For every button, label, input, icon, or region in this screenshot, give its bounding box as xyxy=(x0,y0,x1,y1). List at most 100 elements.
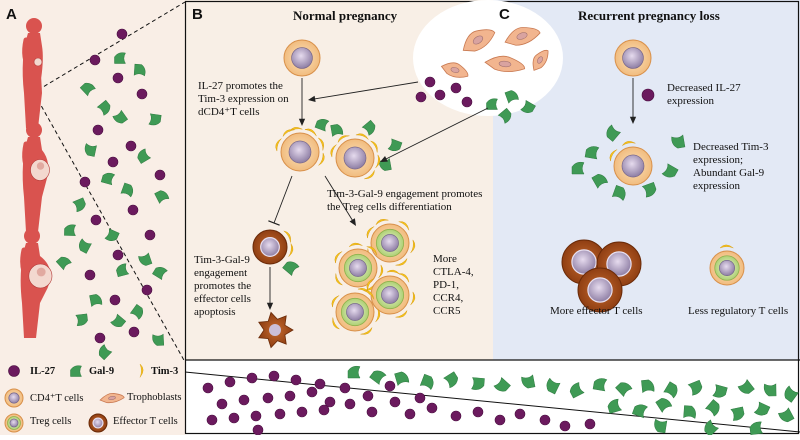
figure-head xyxy=(26,18,42,34)
tim3-receptor xyxy=(139,363,144,378)
il27-dot xyxy=(90,214,102,226)
cd4-t-cell xyxy=(335,138,375,178)
gal9-shape xyxy=(749,421,764,435)
il27-dot xyxy=(559,420,571,432)
decreased-tim3-line-4: expression xyxy=(693,180,741,192)
cd4-t-cell xyxy=(283,39,321,77)
decreased-tim3-line-2: expression; xyxy=(693,154,744,166)
tim3-receptor xyxy=(398,273,410,283)
tim3-receptor xyxy=(386,269,401,275)
trophoblast-cell xyxy=(484,55,526,73)
arrow-to-treg xyxy=(324,175,354,222)
tim3-receptor xyxy=(719,244,734,249)
il27-dot xyxy=(514,408,526,420)
tim3-receptor xyxy=(288,243,294,257)
legend-tim3-label: Tim-3 xyxy=(151,366,179,377)
gal9-shape xyxy=(154,190,170,204)
tim3-receptor xyxy=(275,138,282,152)
gal9-shape xyxy=(486,98,498,110)
trophoblast-cell xyxy=(532,49,549,71)
gal9-shape xyxy=(704,419,719,437)
arrow-il27-to-cd4 xyxy=(312,81,419,100)
gal9-shape xyxy=(72,197,86,213)
gal9-shape xyxy=(75,313,88,326)
apoptosis-line-5: apoptosis xyxy=(194,306,236,318)
more-receptors-text: More CTLA-4, PD-1, CCR4, CCR5 xyxy=(433,253,474,318)
more-effector-label: More effector T cells xyxy=(550,305,643,317)
gal9-shape xyxy=(546,377,561,395)
gal9-shape xyxy=(471,377,485,390)
cd4-cell-nucleus xyxy=(288,140,312,164)
treg-cell-nucleus xyxy=(381,234,399,252)
il27-dot xyxy=(314,378,326,390)
figure-arm xyxy=(22,141,33,177)
inhibit-bar xyxy=(268,220,280,226)
trophoblast-cell xyxy=(99,392,125,404)
pregnant-figure-early xyxy=(22,18,43,128)
molecules-layer xyxy=(55,28,799,437)
gal9-shape xyxy=(569,382,585,399)
apoptosis-line-3: promotes the xyxy=(194,280,252,292)
gal9-shape xyxy=(571,161,585,175)
effector-t-cell xyxy=(88,413,108,433)
cd4-cell-nucleus xyxy=(8,392,20,404)
treg-engagement-text: Tim-3-Gal-9 engagement promotes the Treg… xyxy=(327,188,482,214)
treg-cell xyxy=(4,413,24,433)
tim3-receptor xyxy=(366,278,375,291)
gal9-shape xyxy=(611,184,626,201)
arrows-layer xyxy=(266,78,637,310)
decreased-il27-text: Decreased IL-27 expression xyxy=(667,82,741,108)
tim3-receptor xyxy=(609,149,618,162)
decreased-tim3-text: Decreased Tim-3 expression; Abundant Gal… xyxy=(693,141,768,193)
gal9-shape xyxy=(148,113,162,126)
il27-dot xyxy=(107,156,119,168)
gal9-shape xyxy=(663,381,678,399)
decreased-il27-line-2: expression xyxy=(667,95,715,107)
effector-cell-nucleus xyxy=(587,277,613,303)
effector-cell-nucleus xyxy=(571,249,597,275)
il27-dot xyxy=(216,398,228,410)
figure-head xyxy=(24,228,40,244)
treg-engagement-line-2: the Treg cells differentiation xyxy=(327,201,452,213)
arrow-to-apoptosis-head xyxy=(266,302,274,310)
gal9-shape xyxy=(282,261,300,276)
gal9-shape xyxy=(504,90,519,104)
il27-dot xyxy=(284,390,296,402)
il27-dot xyxy=(206,414,218,426)
gal9-shape xyxy=(592,378,608,392)
gal9-shape xyxy=(55,256,72,271)
il27-dot xyxy=(109,294,121,306)
gal9-shape xyxy=(116,263,130,278)
tim3-receptor xyxy=(364,170,375,180)
tim3-receptor xyxy=(355,133,369,140)
more-line-3: PD-1, xyxy=(433,279,459,291)
cells-layer xyxy=(252,27,745,349)
gal9-shape xyxy=(114,52,126,64)
il27-dot xyxy=(250,410,262,422)
gal9-shape xyxy=(138,252,153,266)
il27-dot xyxy=(290,374,302,386)
legend-cd4-label: CD4⁺T cells xyxy=(30,393,84,404)
treg-cell-nucleus xyxy=(381,286,399,304)
tim3-receptor xyxy=(318,137,324,151)
legend-trophoblast-label: Trophoblasts xyxy=(127,392,182,403)
tim3-receptor xyxy=(335,273,343,286)
il27-dot xyxy=(426,402,438,414)
tim3-receptor xyxy=(378,264,384,279)
gal9-shape xyxy=(521,374,536,389)
trophoblast-cell xyxy=(462,29,496,52)
gal9-shape xyxy=(615,382,633,397)
pregnant-figure-late xyxy=(20,228,53,338)
tim3-receptor xyxy=(360,327,373,335)
figure-womb xyxy=(30,159,50,181)
figure-arm xyxy=(22,37,33,73)
tim3-receptor xyxy=(332,317,340,330)
il27-dot xyxy=(228,412,240,424)
tim3-receptor xyxy=(395,310,408,318)
fetus-head xyxy=(36,267,46,277)
gal9-shape xyxy=(493,377,511,392)
il27-dot xyxy=(389,396,401,408)
gal9-shape xyxy=(64,224,76,236)
gal9-shape xyxy=(737,379,755,394)
il27-dot xyxy=(415,91,427,103)
